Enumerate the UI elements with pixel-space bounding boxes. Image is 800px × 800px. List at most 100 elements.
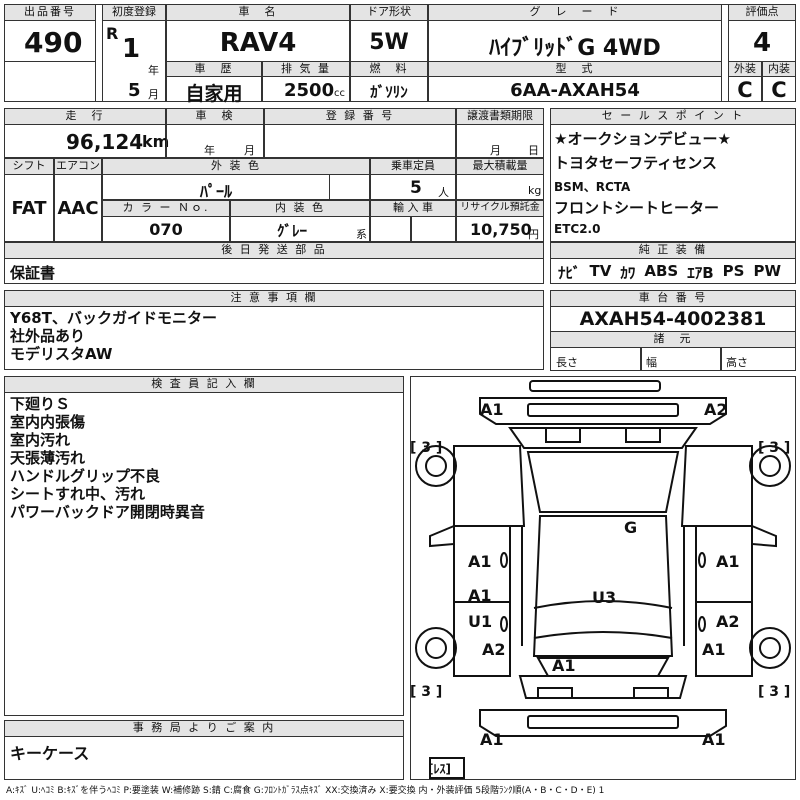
- mark-tread-front-left: [ 3 ]: [410, 440, 443, 456]
- mark-g-windshield: G: [624, 518, 638, 537]
- right-mirror: [751, 524, 777, 548]
- fuel-cell: [350, 76, 428, 102]
- spec-length-label: 長さ: [556, 356, 578, 369]
- max-load-cell: [456, 174, 544, 200]
- shift-value: FAT: [11, 198, 47, 219]
- spec-width-label: 幅: [646, 356, 657, 369]
- first-registration-header: 初度登録: [102, 4, 166, 21]
- mark-a2-front-bumper-right: A2: [704, 400, 728, 419]
- registration-month-unit: 月: [148, 88, 159, 101]
- interior-color-unit: 系: [356, 228, 367, 241]
- note-item: モデリスタAW: [10, 345, 113, 363]
- sales-point-item: ETC2.0: [554, 222, 601, 236]
- rear-left-wheel: [415, 627, 457, 669]
- front-left-fender: [453, 445, 526, 527]
- roof-rear-curve: [533, 631, 673, 639]
- equipment-item: ABS: [644, 262, 679, 280]
- chassis-value: AXAH54-4002381: [579, 308, 767, 330]
- left-mirror: [429, 524, 455, 548]
- inspection-header: 車 検: [166, 108, 264, 125]
- left-front-handle: [500, 552, 508, 568]
- recycle-cell: [456, 216, 544, 242]
- color-number-value: 070: [149, 220, 183, 239]
- back-door: [518, 675, 688, 699]
- history-header: 車 歴: [166, 61, 262, 77]
- equipment-item: ｶﾜ: [620, 264, 636, 282]
- spare-box: [429, 757, 465, 779]
- equipment-item: TV: [589, 262, 612, 280]
- displacement-header: 排 気 量: [262, 61, 350, 77]
- inspector-cell: [4, 392, 404, 716]
- aircon-cell: [54, 174, 102, 242]
- hood-vent-left: [545, 427, 581, 443]
- lot-lower-cell: [4, 61, 96, 102]
- inspector-item: 天張薄汚れ: [10, 449, 86, 467]
- registration-year-unit: 年: [148, 64, 159, 77]
- transfer-docs-cell: [456, 124, 544, 158]
- spec-divider-2: [720, 347, 722, 371]
- chassis-header: 車 台 番 号: [550, 290, 796, 307]
- mileage-cell: [4, 124, 166, 158]
- front-right-fender: [680, 445, 753, 527]
- inspector-item: パワーバックドア開閉時異音: [10, 503, 205, 521]
- mark-a1-right-fender: A1: [716, 552, 740, 571]
- shift-cell: [4, 174, 54, 242]
- exterior-color-header: 外 装 色: [102, 158, 370, 175]
- mileage-header: 走 行: [4, 108, 166, 125]
- recycle-value: 10,750: [470, 220, 532, 239]
- inspector-item: シートすれ中、汚れ: [10, 485, 146, 503]
- sales-point-item: フロントシートヒーター: [554, 199, 720, 217]
- rear-right-wheel: [749, 627, 791, 669]
- grade-header: グ レ ー ド: [428, 4, 722, 21]
- car-name-value: RAV4: [219, 28, 297, 58]
- equipment-cell: [550, 258, 796, 284]
- aircon-value: AAC: [57, 198, 99, 219]
- grade-value: ﾊｲﾌﾞﾘｯﾄﾞG 4WD: [489, 36, 661, 61]
- front-grille: [527, 403, 679, 417]
- shift-header: シフト: [4, 158, 54, 175]
- inspection-year-unit: 年: [204, 144, 215, 157]
- door-type-value: 5W: [369, 30, 409, 55]
- roof-front-curve: [533, 600, 673, 609]
- inspection-cell: [166, 124, 264, 158]
- seats-value: 5: [410, 178, 422, 198]
- mark-tread-front-right: [ 3 ]: [758, 440, 791, 456]
- seats-cell: [370, 174, 456, 200]
- seats-header: 乗車定員: [370, 158, 456, 175]
- office-notes-value: キーケース: [10, 744, 90, 763]
- mark-a2-right-door: A2: [716, 612, 740, 631]
- car-name-header: 車 名: [166, 4, 350, 21]
- plate-cell: [264, 124, 456, 158]
- inspector-item: 室内汚れ: [10, 431, 71, 449]
- rear-plate: [527, 715, 679, 729]
- office-notes-header: 事 務 局 よ り ご 案 内: [4, 720, 404, 737]
- max-load-header: 最大積載量: [456, 158, 544, 175]
- front-left-wheel: [415, 445, 457, 487]
- transfer-day-unit: 日: [528, 144, 539, 157]
- right-body-side: [695, 525, 753, 677]
- mark-a1-rear-bumper-left: A1: [480, 730, 504, 749]
- inspection-month-unit: 月: [244, 144, 255, 157]
- note-item: Y68T、バックガイドモニター: [10, 309, 217, 327]
- mark-a1-front-bumper-left: A1: [480, 400, 504, 419]
- hood: [508, 427, 698, 449]
- fuel-header: 燃 料: [350, 61, 428, 77]
- sales-point-item: ★オークションデビュー★: [554, 130, 731, 148]
- mark-u1-left-door: U1: [468, 612, 493, 631]
- hood-vent-right: [625, 427, 661, 443]
- mark-tread-rear-left: [ 3 ]: [410, 684, 443, 700]
- history-value: 自家用: [185, 83, 243, 105]
- lot-number-header: 出品番号: [4, 4, 96, 21]
- aircon-header: エアコン: [54, 158, 102, 175]
- history-cell: [166, 76, 262, 102]
- inspector-item: 下廻りＳ: [10, 395, 71, 413]
- transfer-month-unit: 月: [490, 144, 501, 157]
- import-cell: [370, 216, 456, 242]
- interior-grade-header: 内装: [762, 61, 796, 77]
- front-left-wheel-hub: [425, 455, 447, 477]
- fuel-value: ｶﾞｿﾘﾝ: [370, 83, 408, 101]
- front-right-wheel: [749, 445, 791, 487]
- mileage-unit: km: [142, 132, 170, 151]
- later-parts-cell: [4, 258, 544, 284]
- registration-year: 1: [122, 34, 141, 64]
